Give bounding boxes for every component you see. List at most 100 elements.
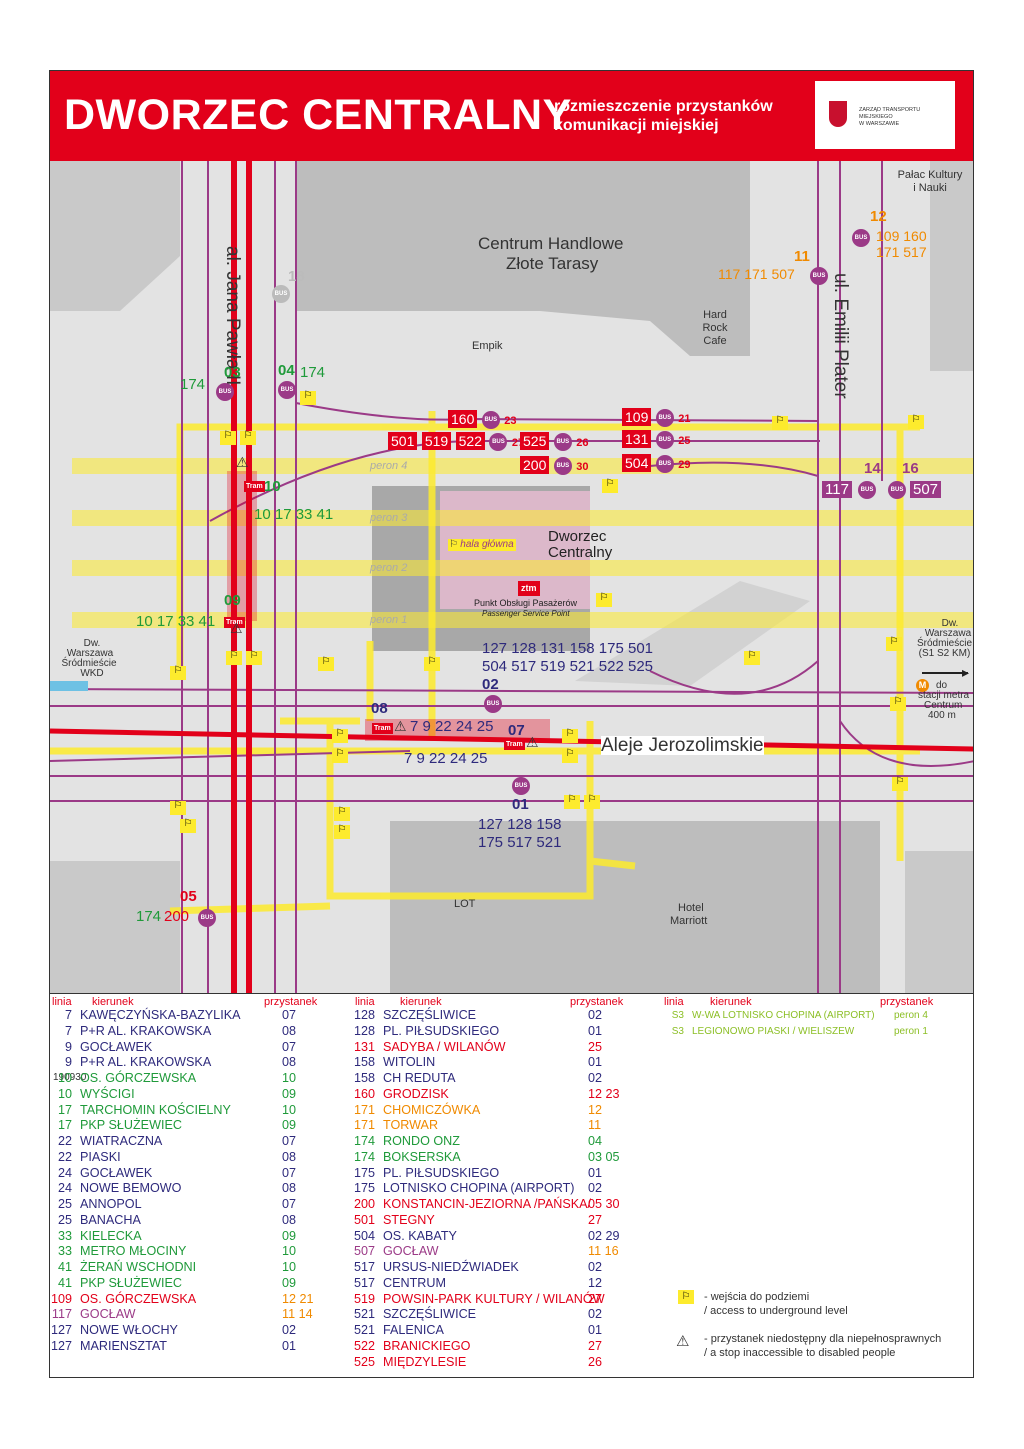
stop-04[interactable]: 04 BUS 174	[278, 363, 338, 399]
underground-entrance-icon[interactable]: ⚐	[332, 749, 348, 763]
legend-direction: WYŚCIGI	[80, 1086, 135, 1101]
legend-stop: 11 14	[282, 1307, 313, 1322]
stop-29[interactable]: 504 BUS 29	[622, 454, 691, 473]
landmark-skm-4: (S1 S2 KM)	[918, 648, 971, 659]
street-label-jerozolimskie: Aleje Jerozolimskie	[601, 735, 764, 756]
legend-direction: PL. PIŁSUDSKIEGO	[383, 1165, 500, 1180]
subtitle-line-2: komunikacji miejskiej	[554, 117, 719, 134]
landmark-dworzec-1: Dworzec	[548, 528, 607, 545]
legend-col3-header-kierunek: kierunek	[710, 996, 752, 1008]
underground-entrance-icon[interactable]: ⚐	[596, 593, 612, 607]
stop-12[interactable]: 12 BUS 109 160 171 517	[852, 209, 942, 269]
stop-11[interactable]: 11 117 171 507 BUS	[718, 249, 828, 285]
underground-entrance-icon[interactable]: ⚐	[334, 807, 350, 821]
tram-stop-platform-07-08	[365, 719, 550, 741]
stop-26[interactable]: 525 BUS 26	[520, 432, 589, 451]
underground-entrance-icon[interactable]: ⚐	[424, 657, 440, 671]
tram-stop-icon: Tram	[224, 617, 245, 628]
underground-entrance-icon[interactable]: ⚐	[170, 801, 186, 815]
legend-col1-header-przystanek: przystanek	[264, 996, 318, 1008]
bus-stop-icon: BUS	[278, 381, 296, 399]
legend-line-number: 9	[64, 1039, 72, 1054]
landmark-zlote-tarasy-2: Złote Tarasy	[506, 254, 599, 273]
bus-stop-icon: BUS	[216, 383, 234, 401]
platform-3-label: peron 3	[370, 512, 408, 524]
stop-10[interactable]: Tram 10 10 17 33 41	[244, 478, 334, 523]
legend-stop: 01	[588, 1023, 603, 1038]
building-zlote-tarasy	[295, 161, 750, 356]
landmark-skm-1: Dw.	[941, 618, 959, 629]
legend-line-number: 33	[57, 1228, 72, 1243]
underground-entrance-icon[interactable]: ⚐	[886, 637, 902, 651]
stop-27[interactable]: 501 519 522 BUS 27	[388, 432, 524, 451]
legend-stop: 27	[588, 1212, 603, 1227]
underground-entrance-icon[interactable]: ⚐	[332, 729, 348, 743]
underground-entrance-icon[interactable]: ⚐	[772, 416, 788, 430]
building-lot-marriott	[390, 821, 880, 993]
stop-18[interactable]: 18 BUS	[272, 269, 312, 309]
underground-entrance-icon[interactable]: ⚐	[908, 415, 924, 429]
landmark-metro-1: do	[936, 680, 948, 691]
landmark-pop-1: Punkt Obsługi Pasażerów	[474, 598, 578, 608]
stop-08[interactable]: 08 Tram ⚠ 7 9 22 24 25	[371, 700, 494, 735]
underground-entrance-icon[interactable]: ⚐	[890, 697, 906, 711]
underground-entrance-icon[interactable]: ⚐	[220, 431, 236, 445]
underground-entrance-icon[interactable]: ⚐	[562, 749, 578, 763]
stop-30[interactable]: 200 BUS 30	[520, 456, 589, 475]
stop-14[interactable]: 14 117 BUS	[822, 461, 882, 505]
underground-entrance-icon[interactable]: ⚐	[562, 729, 578, 743]
underground-entrance-icon[interactable]: ⚐	[334, 825, 350, 839]
legend-line-number: 174	[353, 1134, 375, 1148]
underground-entrance-icon[interactable]: ⚐	[892, 777, 908, 791]
stop-01[interactable]: BUS 01 127 128 158 175 517 521	[478, 777, 598, 857]
legend-direction: NOWE WŁOCHY	[80, 1323, 178, 1337]
station-map[interactable]: al. Jana Pawła II ul. Emilii Plater Alej…	[50, 161, 973, 1083]
landmark-lot: LOT	[454, 898, 476, 910]
legend-direction: GOCŁAW	[383, 1244, 439, 1259]
underground-entrance-icon[interactable]: ⚐	[180, 819, 196, 833]
underground-entrance-icon[interactable]: ⚐	[318, 657, 334, 671]
underground-entrance-icon[interactable]: ⚐	[744, 651, 760, 665]
stop-09[interactable]: 09 10 17 33 41 Tram	[136, 592, 245, 630]
legend-direction: METRO MŁOCINY	[80, 1244, 187, 1259]
legend-direction: BANACHA	[80, 1212, 141, 1227]
stop-25[interactable]: 131 BUS 25	[622, 430, 691, 449]
legend-stop: 11	[588, 1118, 602, 1133]
underground-entrance-icon[interactable]: ⚐	[246, 651, 262, 665]
stop-05[interactable]: 05 174 200 BUS	[136, 889, 226, 929]
underground-entrance-icon[interactable]: ⚐	[226, 651, 242, 665]
underground-entrance-icon[interactable]: ⚐	[564, 795, 580, 809]
legend-direction: RONDO ONZ	[383, 1134, 460, 1148]
underground-entrance-icon[interactable]: ⚐	[300, 391, 316, 405]
legend-line-number: 158	[353, 1071, 375, 1085]
legend-line-number: 525	[353, 1354, 375, 1369]
legend-direction: URSUS-NIEDŹWIADEK	[383, 1260, 519, 1274]
stop-02[interactable]: 127 128 131 158 175 501 504 517 519 521 …	[482, 641, 682, 713]
stop-23[interactable]: 160 BUS 23	[448, 410, 517, 429]
legend-line-number: 7	[64, 1008, 72, 1022]
legend-direction: SZCZĘŚLIWICE	[383, 1307, 477, 1322]
stop-07[interactable]: 07 Tram ⚠ 7 9 22 24 25	[404, 722, 539, 767]
stop-16[interactable]: 16 BUS 507	[888, 461, 948, 505]
stop-21[interactable]: 109 BUS 21	[622, 408, 691, 427]
underground-entrance-icon[interactable]: ⚐	[240, 431, 256, 445]
legend-direction: ANNOPOL	[80, 1197, 142, 1211]
legend-stop: 01	[588, 1165, 603, 1180]
underground-entrance-icon[interactable]: ⚐	[602, 479, 618, 493]
legend-direction: PKP SŁUŻEWIEC	[80, 1118, 182, 1133]
underground-entrance-icon[interactable]: ⚐	[170, 666, 186, 680]
legend-stop: 07	[282, 1197, 297, 1211]
legend-line-number: 17	[57, 1118, 72, 1133]
platform-2-underground	[72, 560, 973, 576]
legend-line-number: 109	[50, 1291, 72, 1306]
legend-stop: 01	[588, 1323, 603, 1337]
underground-entrance-icon[interactable]: ⚐	[584, 795, 600, 809]
